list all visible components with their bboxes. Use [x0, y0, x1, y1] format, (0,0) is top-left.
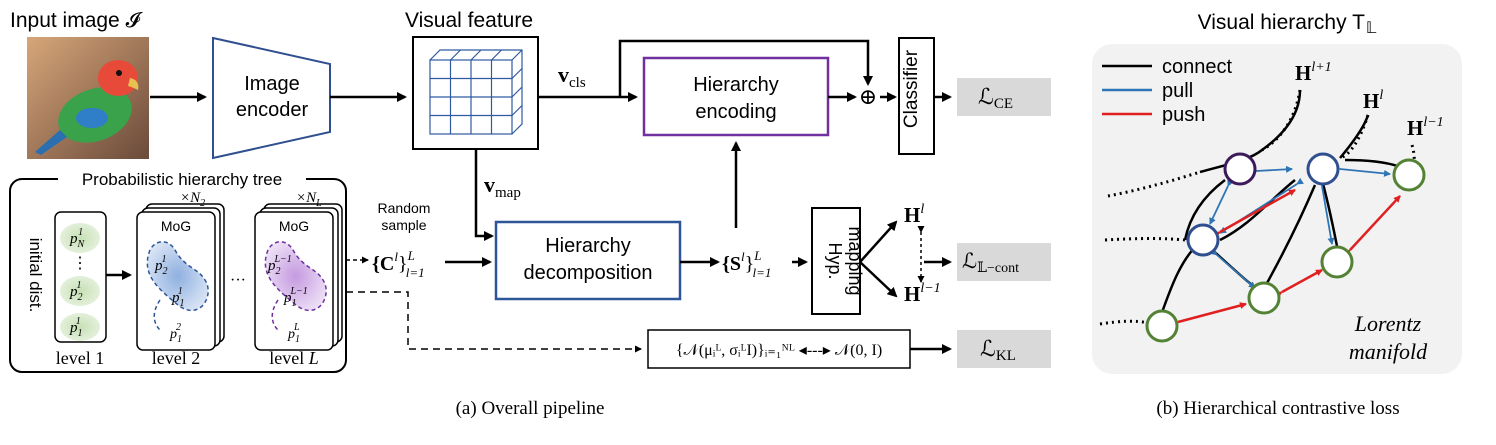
legend-pull: pull [1162, 80, 1193, 102]
classifier-label: Classifier [901, 49, 922, 128]
node-purple [1223, 152, 1257, 186]
h-l-tree-label: Hl [1363, 88, 1383, 113]
level2-mog-blob [146, 241, 209, 312]
level2-p1-label: p11 [171, 286, 184, 309]
hier-decomp-label-1: Hierarchy [545, 235, 631, 257]
level1-cell-2 [60, 276, 100, 306]
times-nl-label: ×NL [296, 190, 322, 209]
image-encoder-block [212, 36, 331, 160]
h-lm1-label: Hl−1 [904, 281, 941, 306]
kl-expression-box [647, 329, 911, 369]
node-blue-left [1186, 223, 1220, 257]
loss-ce-box [957, 78, 1051, 116]
tree-title: Probabilistic hierarchy tree [82, 170, 282, 189]
times-n2-label: ×N2 [180, 190, 205, 209]
level1-cell-n [60, 223, 100, 253]
p-1-label: p11 [69, 316, 82, 339]
push-arrows [1171, 188, 1401, 327]
caption-a: (a) Overall pipeline [456, 398, 605, 419]
hier-decomp-label-2: decomposition [524, 262, 653, 284]
levelL-p1L-label: p1L [287, 322, 300, 345]
p-2-label: p21 [69, 280, 83, 303]
h-l-label: Hl [904, 202, 924, 227]
level1-label: level 1 [56, 348, 104, 368]
levelL-mog-blob [264, 241, 327, 312]
encoder-label-1: Image [244, 73, 300, 95]
v-map-label: vmap [484, 172, 521, 201]
input-image-label: Input image 𝓘 [10, 9, 143, 32]
legend-connect: connect [1162, 56, 1232, 78]
legend-push: push [1162, 104, 1205, 126]
arrow-hyp-to-hl [859, 220, 898, 263]
arrow-tree-to-kl [346, 291, 642, 353]
arrow-feature-to-decomp [474, 149, 494, 241]
visual-feature-label: Visual feature [405, 9, 533, 32]
loss-kl-box [957, 330, 1051, 368]
kl-expression: {𝒩(μᵢᴸ, σᵢᴸI)}ᵢ₌₁ᴺᴸ ◂‑‑‑▸ 𝒩(0, I) [676, 342, 882, 359]
loss-cont-box [957, 243, 1051, 281]
levelL-p2-label: p2L−1 [267, 254, 292, 277]
hyp-mapping-label-1: Hyp. [825, 242, 845, 279]
node-green-lower [1247, 281, 1281, 315]
levelL-p1-label: p1L−1 [283, 286, 308, 309]
initial-dist-label: initial dist. [26, 238, 45, 313]
levelL-dashed-tail [271, 299, 279, 331]
level2-dashed-tail [153, 299, 161, 331]
tree-title-bg [58, 168, 306, 190]
loss-kl-label: ℒKL [980, 336, 1016, 364]
level2-label: level 2 [152, 348, 200, 368]
hyp-mapping-label-2: mapping [845, 226, 865, 295]
levels-ellipsis: ··· [230, 272, 246, 289]
levelL-mog-label: MoG [279, 218, 309, 234]
random-sample-label-1: Random [378, 200, 431, 216]
lorentz-label-1: Lorentz [1354, 311, 1422, 336]
hier-encoding-label-1: Hierarchy [693, 74, 779, 96]
h-lp1-label: Hl+1 [1295, 60, 1332, 85]
level2-mog-label: MoG [161, 218, 191, 234]
p-n-label: pN1 [69, 227, 86, 250]
node-green-mid [1320, 245, 1354, 279]
loss-cont-label: ℒ𝕃−cont [962, 249, 1019, 276]
level1-vdots: ⋮ [72, 255, 88, 272]
random-sample-label-2: sample [381, 217, 426, 233]
node-green-right [1392, 158, 1426, 192]
levelL-label: level L [269, 348, 319, 368]
hierarchy-title: Visual hierarchy T𝕃 [1198, 11, 1377, 37]
level2-p12-label: p12 [169, 322, 182, 345]
node-blue-top [1306, 152, 1340, 186]
arrow-vcls-skip [618, 39, 873, 97]
feature-cube-icon [429, 49, 523, 135]
level1-cell-1 [60, 313, 100, 341]
level2-p2-label: p21 [154, 254, 168, 277]
bird-image [27, 37, 149, 159]
lorentz-label-2: manifold [1349, 339, 1428, 364]
caption-b: (b) Hierarchical contrastive loss [1156, 398, 1399, 419]
arrow-hyp-to-hlm1 [859, 261, 898, 298]
hierarchy-decomposition-block [494, 220, 682, 301]
hyp-mapping-block [811, 207, 861, 315]
node-green-bottom [1145, 309, 1179, 343]
encoder-label-2: encoder [236, 99, 309, 121]
loss-ce-label: ℒCE [978, 84, 1013, 112]
oplus-symbol: ⊕ [859, 84, 877, 109]
v-cls-label: vcls [558, 62, 586, 91]
hierarchy-encoding-block [642, 56, 830, 137]
h-lm1-tree-label: Hl−1 [1407, 115, 1444, 140]
hier-encoding-label-2: encoding [695, 101, 776, 123]
